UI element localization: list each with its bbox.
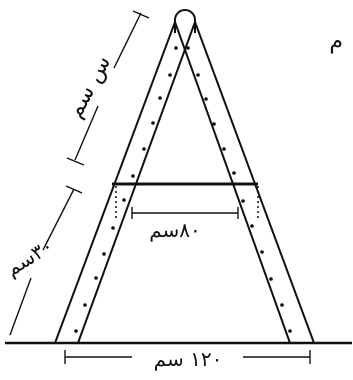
- corner-letter-label: م: [329, 29, 343, 54]
- top-hinge: [174, 9, 196, 33]
- crossbar-dimension: [131, 207, 239, 219]
- base-dimension: [64, 350, 311, 364]
- upper-leg-label: س سم: [63, 52, 116, 123]
- base-label: ١٢٠ سم: [154, 347, 223, 371]
- lower-leg-dimension: [9, 185, 83, 336]
- right-ladder-dots: [186, 46, 292, 333]
- upper-leg-dimension: [66, 10, 150, 166]
- crossbar-label: ٨٠سم: [149, 218, 201, 242]
- lower-leg-label: ٣٠سم: [1, 233, 57, 281]
- left-ladder-dots: [74, 46, 178, 333]
